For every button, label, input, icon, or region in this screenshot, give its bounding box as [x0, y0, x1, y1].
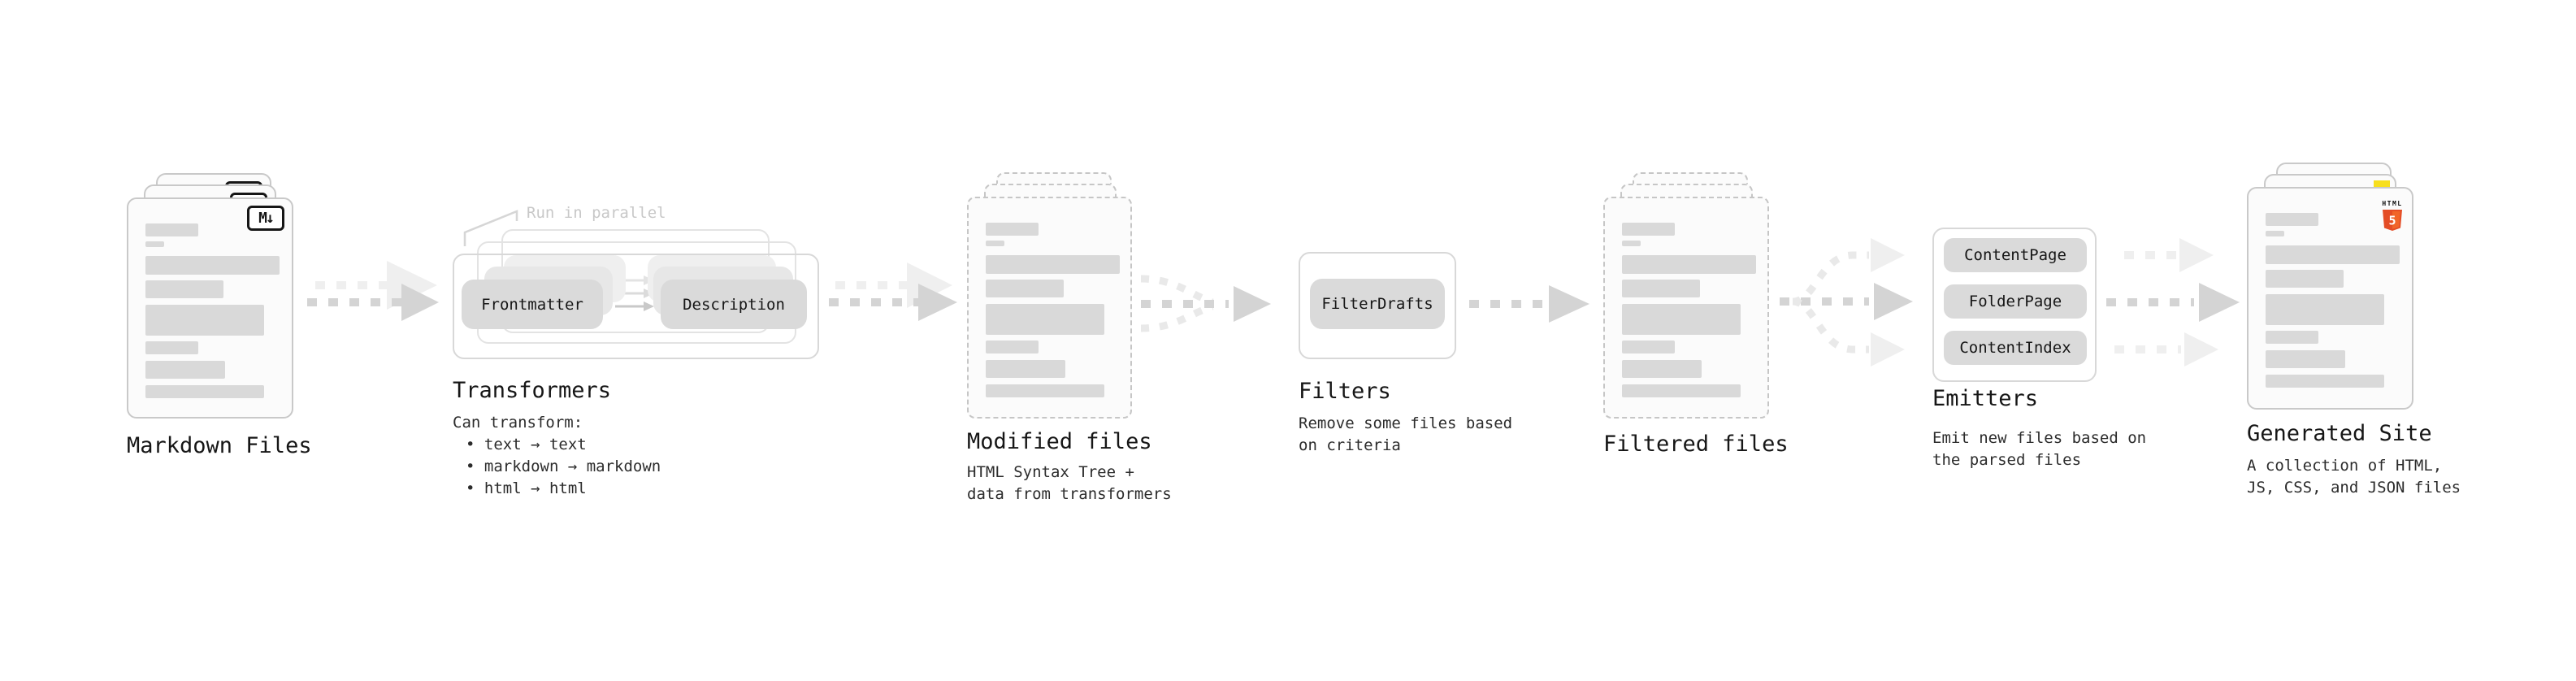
generated-site-description: A collection of HTML, JS, CSS, and JSON … [2247, 457, 2461, 497]
filters-description: Remove some files based on criteria [1299, 414, 1513, 454]
filters-frame [1299, 252, 1456, 359]
arrow-filters-to-filtered [1469, 285, 1589, 323]
stage-title-transformers: Transformers [453, 378, 612, 403]
svg-text:5: 5 [2388, 214, 2396, 228]
doc-line [1622, 223, 1675, 236]
emitters-description: Emit new files based on the parsed files [1932, 429, 2147, 469]
stage-title-filters: Filters [1299, 379, 1391, 404]
doc-line [2266, 350, 2345, 368]
doc-line [2266, 294, 2384, 325]
transformers-description: Can transform: • text → text • markdown … [453, 414, 661, 497]
filterdrafts-node: FilterDrafts [1310, 279, 1445, 329]
html5-icon: HTML 5 [2382, 193, 2403, 232]
run-in-parallel-note: Run in parallel [527, 204, 666, 222]
doc-line [986, 223, 1039, 236]
stage-title-filtered-files: Filtered files [1603, 432, 1789, 457]
doc-line [1622, 384, 1741, 397]
contentindex-node: ContentIndex [1944, 331, 2087, 365]
js-icon [2374, 180, 2390, 188]
doc-line [145, 241, 164, 247]
site-doc-front-html: HTML 5 [2247, 187, 2413, 410]
doc-line [1622, 241, 1641, 246]
arrow-modified-to-filters-merge [1140, 275, 1271, 332]
filtered-doc-front [1603, 197, 1769, 419]
arrow-emitters-to-site [2106, 238, 2240, 367]
stage-title-emitters: Emitters [1932, 386, 2039, 411]
stage-title-markdown-files: Markdown Files [127, 433, 312, 458]
doc-line [986, 360, 1065, 378]
arrow-transformers-to-modified [829, 262, 957, 321]
description-node: Description [661, 280, 807, 329]
doc-line [1622, 340, 1675, 354]
doc-line [2266, 245, 2400, 264]
doc-line [1622, 360, 1702, 378]
emitters-frame [1932, 228, 2097, 382]
doc-line [145, 385, 264, 398]
doc-line [1622, 304, 1741, 335]
stage-title-generated-site: Generated Site [2247, 421, 2432, 446]
folderpage-node: FolderPage [1944, 284, 2087, 319]
doc-line [986, 241, 1004, 246]
transformers-frame-front [453, 254, 819, 359]
markdown-icon: M↓ [247, 206, 284, 231]
doc-line [145, 256, 280, 275]
doc-line [1622, 280, 1700, 297]
doc-line [2266, 231, 2284, 236]
doc-line [986, 340, 1039, 354]
doc-line [986, 304, 1104, 335]
doc-line [145, 341, 198, 354]
doc-line [2266, 213, 2318, 226]
doc-line [145, 361, 225, 379]
doc-line [986, 280, 1064, 297]
doc-line [986, 384, 1104, 397]
stage-title-modified-files: Modified files [967, 429, 1152, 454]
doc-line [145, 305, 264, 336]
markdown-doc-front: M↓ [127, 197, 293, 419]
doc-line [2266, 375, 2384, 388]
doc-line [1622, 255, 1756, 274]
frontmatter-node: Frontmatter [462, 280, 603, 329]
doc-line [986, 255, 1120, 274]
contentpage-node: ContentPage [1944, 238, 2087, 272]
modified-doc-front [967, 197, 1132, 419]
modified-files-description: HTML Syntax Tree + data from transformer… [967, 463, 1172, 503]
doc-line [2266, 270, 2344, 288]
doc-line [145, 280, 223, 298]
doc-line [145, 223, 198, 236]
arrow-markdown-to-transformers [307, 261, 439, 321]
doc-line [2266, 331, 2318, 344]
arrow-filtered-to-emitters-split [1780, 238, 1913, 367]
